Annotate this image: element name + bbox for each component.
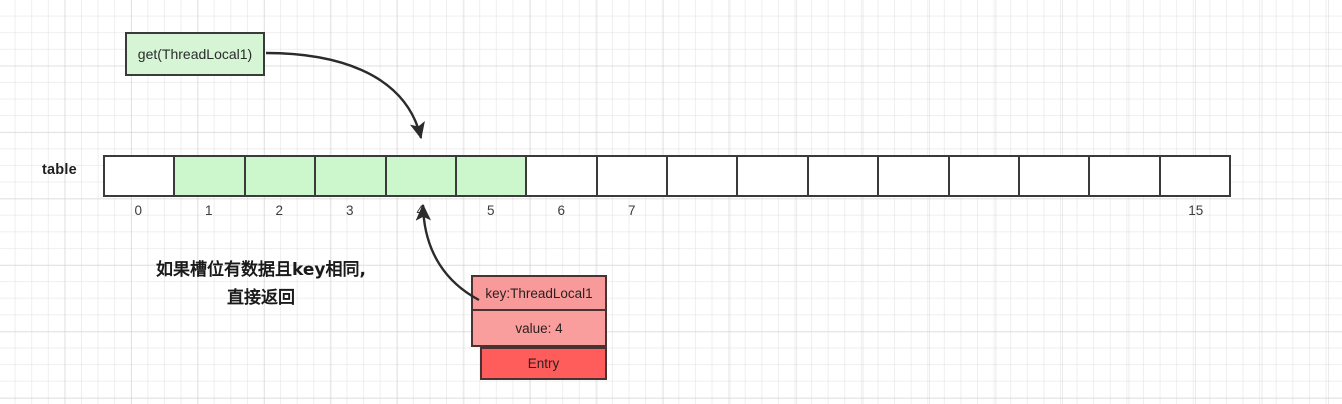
table-cell-3 xyxy=(314,155,385,197)
table-slot-row xyxy=(103,155,1231,197)
entry-type-row: Entry xyxy=(480,347,607,380)
annotation-note-line-2: 直接返回 xyxy=(227,288,295,308)
table-cell-0 xyxy=(103,155,174,197)
table-cell-6 xyxy=(525,155,596,197)
table-index-8 xyxy=(667,200,738,222)
table-cell-12 xyxy=(947,155,1018,197)
entry-value-row: value: 4 xyxy=(471,311,607,347)
table-index-4: 4 xyxy=(416,203,424,218)
get-threadlocal-call-box: get(ThreadLocal1) xyxy=(125,32,265,76)
table-cell-10 xyxy=(806,155,878,197)
entry-key-label: key:ThreadLocal1 xyxy=(485,285,593,301)
table-label: table xyxy=(42,162,77,178)
arrow-get-to-slot xyxy=(265,51,425,140)
entry-key-row: key:ThreadLocal1 xyxy=(471,275,607,311)
table-index-3: 3 xyxy=(345,203,354,218)
table-index-12 xyxy=(949,200,1020,222)
table-cell-14 xyxy=(1088,155,1159,197)
table-cell-1 xyxy=(173,155,244,197)
table-cell-8 xyxy=(666,155,737,197)
table-index-0: 0 xyxy=(134,203,142,218)
entry-value-label: value: 4 xyxy=(515,320,563,336)
get-call-label: get(ThreadLocal1) xyxy=(137,46,253,62)
table-index-1: 1 xyxy=(204,203,213,218)
table-cell-15 xyxy=(1158,155,1231,197)
entry-type-label: Entry xyxy=(527,356,560,371)
table-index-15: 15 xyxy=(1188,203,1204,218)
annotation-note: 如果槽位有数据且key相同, 直接返回 xyxy=(120,256,402,312)
annotation-note-line-1: 如果槽位有数据且key相同, xyxy=(156,260,366,280)
entry-node: key:ThreadLocal1 value: 4 Entry xyxy=(471,275,607,380)
table-cell-5 xyxy=(454,155,526,197)
table-index-10 xyxy=(808,200,879,222)
table-index-14 xyxy=(1090,200,1161,222)
table-cell-2 xyxy=(243,155,315,197)
table-index-7: 7 xyxy=(627,203,636,218)
table-index-6: 6 xyxy=(557,203,565,218)
table-cell-11 xyxy=(877,155,948,197)
table-index-9 xyxy=(738,200,809,222)
table-index-5: 5 xyxy=(486,203,495,218)
table-cell-13 xyxy=(1017,155,1089,197)
table-cell-9 xyxy=(736,155,807,197)
table-cell-7 xyxy=(595,155,666,197)
table-index-11 xyxy=(879,200,950,222)
table-index-13 xyxy=(1020,200,1091,222)
table-index-2: 2 xyxy=(275,203,283,218)
table-index-row: 0 1 2 3 4 5 6 7 15 xyxy=(103,200,1231,222)
table-cell-4 xyxy=(384,155,455,197)
